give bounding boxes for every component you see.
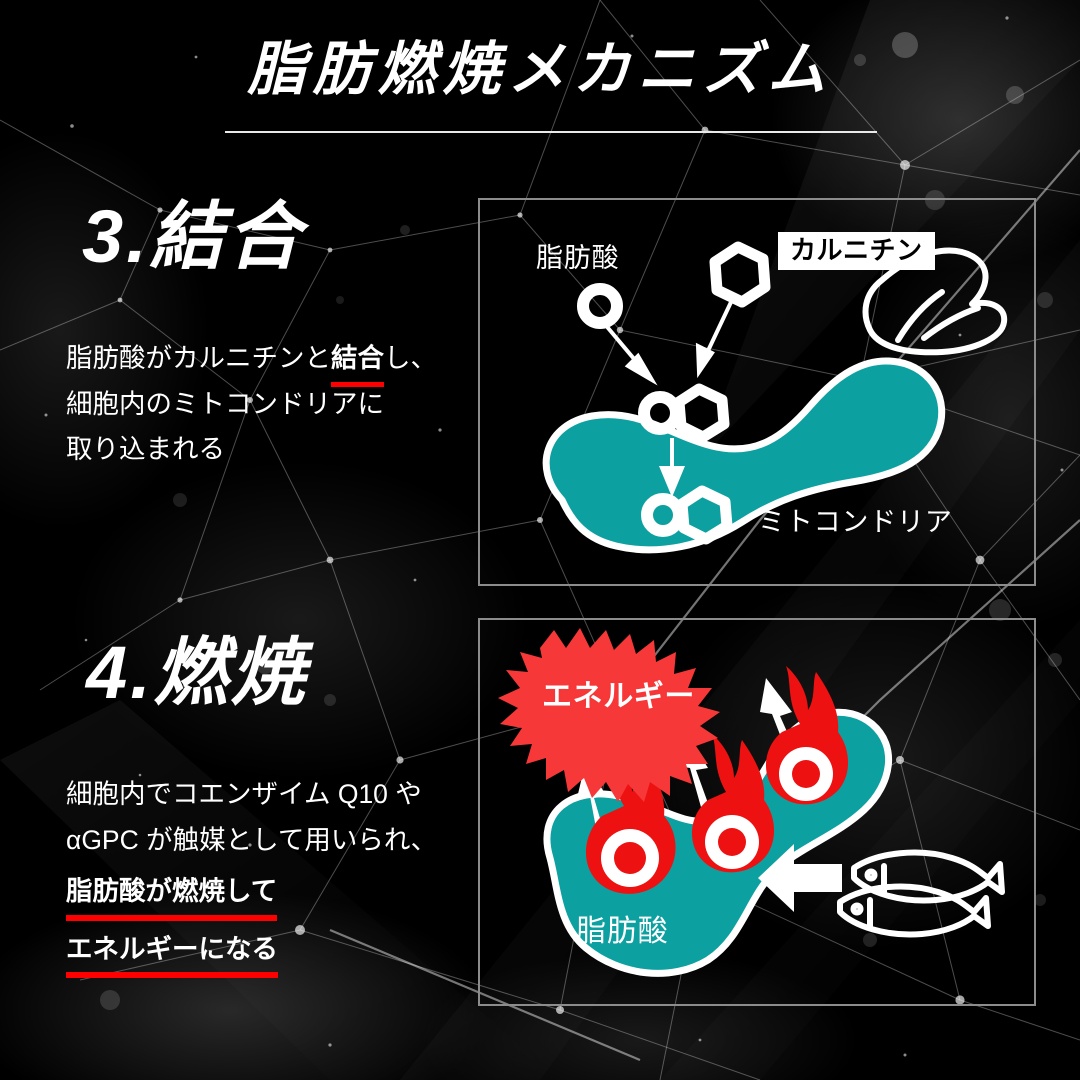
body-line: 脂肪酸が燃焼して <box>66 869 437 921</box>
body-line-highlight: 結合 <box>331 336 384 387</box>
binding-diagram <box>542 241 1008 554</box>
body-line: αGPC が触媒として用いられ、 <box>66 818 437 864</box>
body-line: エネルギーになる <box>66 927 437 978</box>
body-line-emphasis: エネルギーになる <box>66 927 278 978</box>
page-title: 脂肪燃焼メカニズム <box>247 37 833 102</box>
fatty-acid-blob-label: 脂肪酸 <box>576 915 669 948</box>
section-4-heading: 4.燃焼 <box>86 631 308 714</box>
fatty-acid-circle-icon <box>577 283 623 329</box>
energy-burst-label: エネルギー <box>542 680 695 713</box>
carnitine-hexagon-icon <box>709 241 771 308</box>
carnitine-chip-label: カルニチン <box>778 232 935 270</box>
body-line-post: し、 <box>384 343 437 373</box>
body-line: 脂肪酸がカルニチンと結合し、 <box>66 336 437 387</box>
section-3-heading: 3.結合 <box>82 195 304 278</box>
fish-outline-icon-2 <box>837 883 991 938</box>
block-arrow-left-icon <box>758 844 842 912</box>
body-line-pre: 細胞内でコエンザイム Q10 や <box>66 779 422 809</box>
body-line-emphasis: 脂肪酸が燃焼して <box>66 869 278 921</box>
title-underline <box>225 131 877 133</box>
bound-complex-icon <box>638 383 730 443</box>
bound-complex-inside-icon <box>641 485 733 545</box>
flame-icon-3 <box>765 666 849 805</box>
body-line-pre: 脂肪酸がカルニチンと <box>66 343 331 373</box>
meat-outline-icon <box>862 247 1008 356</box>
mitochondria-label: ミトコンドリア <box>758 507 953 537</box>
arrow-into-mitochondria <box>659 438 685 498</box>
body-line: 取り込まれる <box>66 427 437 473</box>
fatty-acid-label: 脂肪酸 <box>536 243 620 273</box>
arrow-fatty-acid <box>601 320 658 386</box>
fish-outline-icon-1 <box>851 849 1005 904</box>
section-3-body: 脂肪酸がカルニチンと結合し、 細胞内のミトコンドリアに 取り込まれる <box>66 336 437 473</box>
body-line-pre: 取り込まれる <box>66 434 225 465</box>
body-line-pre: 細胞内のミトコンドリアに <box>66 388 384 419</box>
body-line: 細胞内でコエンザイム Q10 や <box>66 772 437 818</box>
body-line: 細胞内のミトコンドリアに <box>66 382 437 428</box>
section-3-diagram-panel: カルニチン 脂肪酸 ミトコンドリア <box>478 198 1036 586</box>
body-line-pre: αGPC が触媒として用いられ、 <box>66 824 438 855</box>
energy-starburst-icon <box>498 628 720 802</box>
section-4-body: 細胞内でコエンザイム Q10 や αGPC が触媒として用いられ、 脂肪酸が燃焼… <box>66 772 437 978</box>
page-title-block: 脂肪燃焼メカニズム <box>0 37 1080 133</box>
arrow-carnitine <box>695 299 734 379</box>
section-4-diagram-panel: エネルギー 脂肪酸 <box>478 618 1036 1006</box>
flame-icon-2 <box>691 734 775 873</box>
combustion-diagram <box>498 628 1005 977</box>
